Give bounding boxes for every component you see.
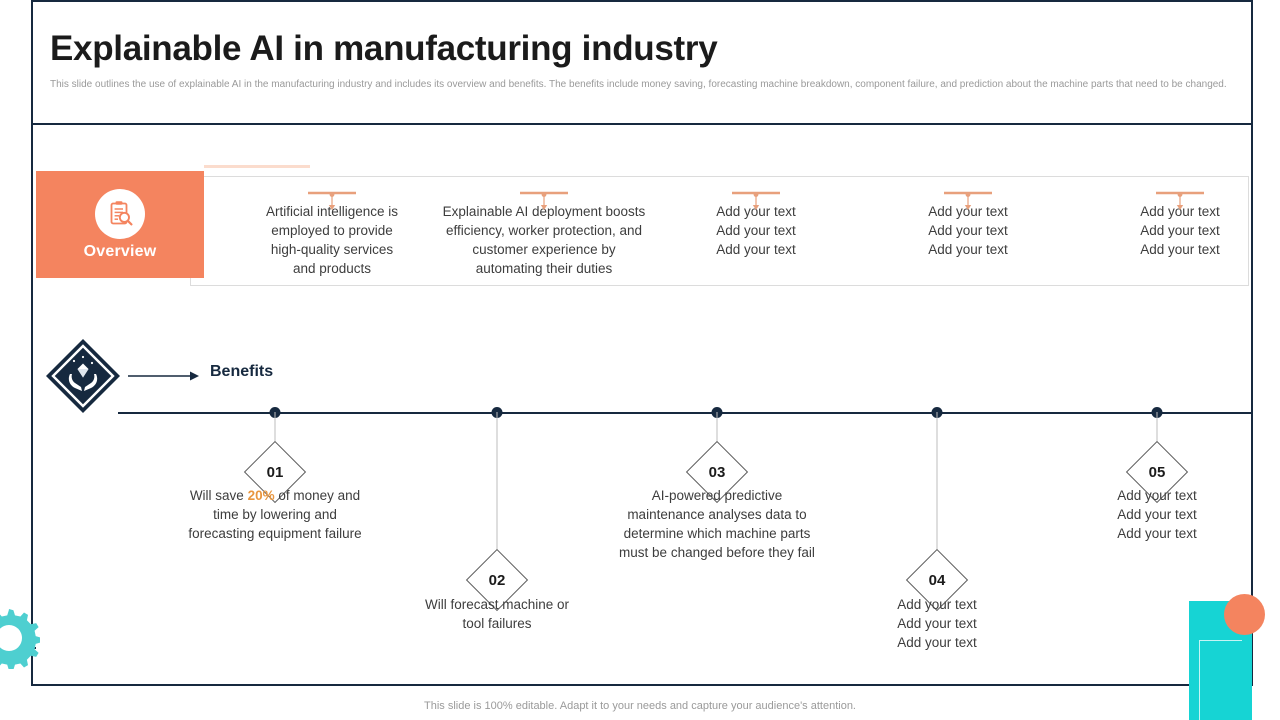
slide-border-top xyxy=(31,0,1253,2)
page-title: Explainable AI in manufacturing industry xyxy=(50,29,718,68)
timeline-stem xyxy=(274,412,276,450)
text-line: Add your text xyxy=(928,241,1008,257)
overview-columns: Artificial intelligence is employed to pr… xyxy=(226,176,1280,286)
text-line: Add your text xyxy=(897,634,977,650)
text-line: Add your text xyxy=(1140,241,1220,257)
diamond-in-hands-icon xyxy=(44,337,122,415)
text-line: Add your text xyxy=(1140,222,1220,238)
text-line: Add your text xyxy=(716,241,796,257)
text-line: AI-powered predictive xyxy=(651,488,783,503)
teal-rectangle-inner-outline xyxy=(1199,640,1242,720)
overview-column-1[interactable]: Artificial intelligence is employed to pr… xyxy=(226,176,438,286)
text-line: Add your text xyxy=(928,204,1008,219)
benefits-header: Benefits xyxy=(44,337,304,417)
text-line: Add your text xyxy=(928,222,1008,238)
overview-card[interactable]: Overview xyxy=(36,171,204,278)
timeline-number: 02 xyxy=(488,571,506,589)
timeline-stem xyxy=(936,412,938,558)
text-line: customer experience by xyxy=(472,241,616,257)
timeline-item-text: Will save 20% of money and time by loweri… xyxy=(160,487,390,544)
text-line: Add your text xyxy=(897,597,977,612)
slide-border-right xyxy=(1251,0,1253,686)
page-subtitle: This slide outlines the use of explainab… xyxy=(50,78,1227,90)
timeline-number: 05 xyxy=(1148,463,1166,481)
timeline-stem xyxy=(496,412,498,558)
header: Explainable AI in manufacturing industry… xyxy=(50,29,1255,92)
overview-label: Overview xyxy=(83,242,157,260)
text-line: Add your text xyxy=(1140,204,1220,219)
clipboard-magnifier-icon xyxy=(95,188,145,239)
timeline-number: 03 xyxy=(708,463,726,481)
slide-border-left xyxy=(31,0,33,686)
footer-note: This slide is 100% editable. Adapt it to… xyxy=(424,700,856,712)
text-line: tool failures xyxy=(462,615,532,631)
text-line: Add your text xyxy=(1117,488,1197,503)
text-line: Explainable AI deployment boosts xyxy=(442,204,646,219)
text-line: must be changed before they fail xyxy=(619,544,815,560)
text-line: automating their duties xyxy=(475,260,613,276)
text-line: forecasting equipment failure xyxy=(188,525,362,541)
timeline-item-text: AI-powered predictive maintenance analyse… xyxy=(602,487,832,563)
overview-pin-icon xyxy=(514,190,574,217)
text-line: employed to provide xyxy=(271,222,393,238)
text-line: time by lowering and xyxy=(213,506,337,522)
text-line: Artificial intelligence is xyxy=(265,204,399,219)
timeline-axis xyxy=(118,412,1252,414)
text-line: high-quality services xyxy=(270,241,394,257)
benefits-label: Benefits xyxy=(210,363,274,380)
text-line: Add your text xyxy=(716,222,796,238)
text-line: Add your text xyxy=(1117,525,1197,541)
text-line: Add your text xyxy=(1117,506,1197,522)
gear-icon xyxy=(0,607,41,670)
timeline-stem xyxy=(716,412,718,450)
overview-column-text: Artificial intelligence is employed to pr… xyxy=(226,203,438,279)
text-line: and products xyxy=(292,260,372,276)
overview-box xyxy=(190,176,1249,286)
slide-border-bottom xyxy=(31,684,1253,686)
text-line: Will save 20% of money and xyxy=(189,488,361,503)
highlight-value: 20% xyxy=(247,488,275,503)
text-line: maintenance analyses data to xyxy=(627,506,807,522)
overview-section: Overview Artificial intelligence is emplo… xyxy=(36,163,1250,293)
overview-accent-bar xyxy=(204,165,310,168)
overview-pin-icon xyxy=(302,190,362,217)
overview-pin-icon xyxy=(1150,190,1210,217)
overview-pin-icon xyxy=(726,190,786,217)
text-line: Will forecast machine or xyxy=(424,597,570,612)
orange-circle xyxy=(1224,594,1265,635)
timeline-number: 04 xyxy=(928,571,946,589)
timeline-stem xyxy=(1156,412,1158,450)
header-divider xyxy=(31,123,1253,125)
overview-pin-icon xyxy=(938,190,998,217)
benefits-arrow-icon xyxy=(128,369,200,383)
text-line: Add your text xyxy=(897,615,977,631)
text-line: efficiency, worker protection, and xyxy=(445,222,643,238)
text-line: determine which machine parts xyxy=(623,525,811,541)
timeline-item-text: Will forecast machine or tool failures xyxy=(382,596,612,634)
timeline-number: 01 xyxy=(266,463,284,481)
overview-column-2[interactable]: Explainable AI deployment boosts efficien… xyxy=(438,176,650,286)
text-line: Add your text xyxy=(716,204,796,219)
overview-column-text: Explainable AI deployment boosts efficien… xyxy=(438,203,650,279)
